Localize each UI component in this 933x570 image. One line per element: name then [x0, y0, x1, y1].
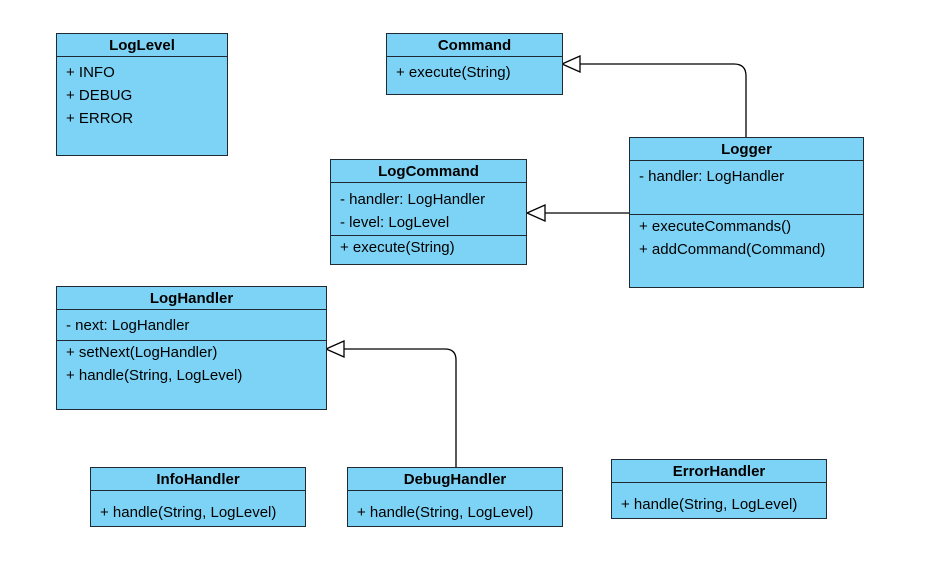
attribute: + ERROR	[66, 110, 134, 127]
operation: + handle(String, LogLevel)	[100, 504, 277, 521]
class-errorhandler[interactable]: ErrorHandler + handle(String, LogLevel)	[611, 459, 827, 519]
class-command[interactable]: Command + execute(String)	[386, 33, 563, 95]
operation: + executeCommands()	[639, 218, 792, 235]
edge-logger-to-command	[580, 63, 747, 137]
operation: + setNext(LogHandler)	[66, 344, 218, 361]
class-logcommand[interactable]: LogCommand - handler: LogHandler - level…	[330, 159, 527, 265]
class-name: DebugHandler	[348, 468, 562, 491]
class-loghandler[interactable]: LogHandler - next: LogHandler + setNext(…	[56, 286, 327, 410]
operations-section: + handle(String, LogLevel)	[348, 491, 562, 528]
operations-section: + execute(String)	[331, 235, 526, 259]
class-name: InfoHandler	[91, 468, 305, 491]
operation: + execute(String)	[396, 64, 511, 81]
attribute: - handler: LogHandler	[340, 191, 486, 208]
operation: + addCommand(Command)	[639, 241, 826, 258]
attributes-section: - handler: LogHandler - level: LogLevel	[331, 183, 526, 235]
operation: + execute(String)	[340, 239, 455, 256]
generalization-arrowhead	[324, 339, 345, 359]
class-name: LogHandler	[57, 287, 326, 310]
operations-section: + executeCommands() + addCommand(Command…	[630, 214, 863, 265]
attributes-section: + INFO + DEBUG + ERROR	[57, 57, 227, 134]
attribute: - handler: LogHandler	[639, 168, 785, 185]
class-name: LogCommand	[331, 160, 526, 183]
class-name: LogLevel	[57, 34, 227, 57]
class-infohandler[interactable]: InfoHandler + handle(String, LogLevel)	[90, 467, 306, 527]
edge-debughandler-to-loghandler	[344, 348, 457, 468]
class-debughandler[interactable]: DebugHandler + handle(String, LogLevel)	[347, 467, 563, 527]
class-name: Logger	[630, 138, 863, 161]
operations-section: + execute(String)	[387, 57, 562, 88]
operations-section: + setNext(LogHandler) + handle(String, L…	[57, 340, 326, 391]
class-name: ErrorHandler	[612, 460, 826, 483]
class-logger[interactable]: Logger - handler: LogHandler + executeCo…	[629, 137, 864, 288]
attribute: + DEBUG	[66, 87, 133, 104]
class-name: Command	[387, 34, 562, 57]
attributes-section: - handler: LogHandler	[630, 161, 863, 214]
attribute: - next: LogHandler	[66, 317, 190, 334]
operation: + handle(String, LogLevel)	[621, 496, 798, 513]
operation: + handle(String, LogLevel)	[357, 504, 534, 521]
attribute: + INFO	[66, 64, 115, 81]
operations-section: + handle(String, LogLevel)	[91, 491, 305, 528]
operations-section: + handle(String, LogLevel)	[612, 483, 826, 520]
operation: + handle(String, LogLevel)	[66, 367, 243, 384]
class-loglevel[interactable]: LogLevel + INFO + DEBUG + ERROR	[56, 33, 228, 156]
attribute: - level: LogLevel	[340, 214, 450, 231]
generalization-arrowhead	[560, 54, 581, 74]
generalization-arrowhead	[525, 203, 546, 223]
attributes-section: - next: LogHandler	[57, 310, 326, 340]
